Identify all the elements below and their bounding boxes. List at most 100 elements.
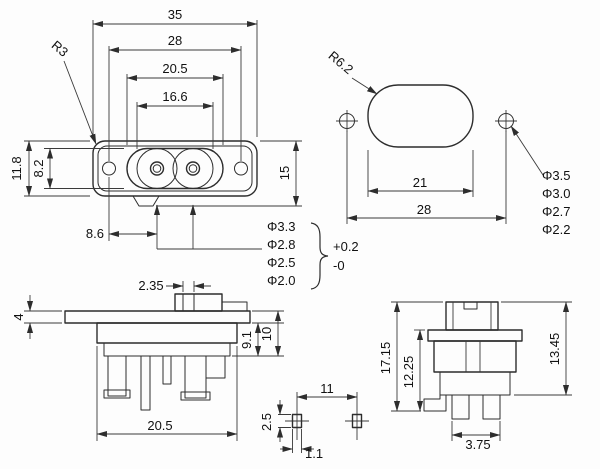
dim-text: 11.8 (9, 156, 24, 180)
pin-section-left (291, 413, 303, 429)
dim-text: 2.5 (259, 413, 274, 431)
dim-text: Φ3.5 (542, 168, 570, 183)
radius-callout-r62: R6.2 (326, 48, 378, 95)
side-view: 2.35 4 9.1 10 20.5 (11, 278, 284, 441)
dim-text: 21 (413, 175, 427, 190)
hole-diameter-callout: Φ3.5 Φ3.0 Φ2.7 Φ2.2 (510, 125, 570, 237)
housing-detail-lines (465, 341, 481, 372)
centerline-cross (336, 110, 358, 132)
flange-plate (64, 310, 251, 324)
dim-hole-spacing: 28 (108, 33, 242, 161)
dim-height-body: 12.25 (401, 329, 425, 412)
extension-lines (126, 74, 224, 145)
housing-lower-end (439, 371, 511, 396)
tolerance-brace (310, 222, 329, 290)
dim-slot-width: 2.35 (138, 278, 211, 293)
terminal-pin-long (140, 355, 151, 411)
boss-side (174, 293, 223, 312)
dim-pin-spacing: 11 (296, 381, 358, 401)
dim-text: Φ2.2 (542, 222, 570, 237)
dim-text: 16.6 (162, 89, 187, 104)
extension-lines (108, 46, 242, 161)
dim-text: 8.2 (31, 159, 46, 177)
panel-cutout-view: R6.2 21 28 Φ3.5 Φ3.0 Φ2.7 Φ2.2 (326, 48, 571, 237)
dim-overall-height: 15 (156, 140, 302, 207)
leader-line (63, 60, 97, 145)
extension-lines (346, 131, 507, 224)
dim-text: 4 (11, 313, 26, 320)
extension-lines (44, 148, 124, 189)
tolerance-upper: +0.2 (333, 239, 359, 254)
dim-flange-thickness: 4 (11, 295, 62, 339)
snap-leg-left (107, 355, 127, 397)
centerline-cross (495, 110, 517, 132)
dim-leg-offset: 3.75 (451, 421, 501, 452)
dim-opening-width: 16.6 (136, 89, 214, 149)
dim-text: Φ2.7 (542, 204, 570, 219)
leader-line (351, 77, 378, 95)
housing-lower (103, 342, 231, 357)
dim-depth-inner: 9.1 (232, 322, 284, 357)
boss-end (445, 301, 499, 331)
extension-lines (92, 20, 258, 137)
dim-text: Φ3.0 (542, 186, 570, 201)
dim-text: 13.45 (547, 333, 562, 366)
mount-hole-left (102, 161, 116, 176)
cutout-opening (367, 84, 474, 148)
mount-foot (423, 395, 447, 412)
top-slot (182, 294, 195, 311)
dim-depth-outer: 10 (252, 310, 284, 357)
dim-text: 11 (320, 381, 334, 396)
dim-text: Φ2.0 (267, 273, 295, 288)
terminal-pin-short (162, 355, 172, 385)
dim-body-width: 20.5 (96, 346, 238, 441)
dim-text: 20.5 (162, 61, 187, 76)
mount-hole-right (234, 161, 248, 176)
pin-right (188, 164, 198, 173)
leg-right (482, 394, 501, 420)
dim-text: Φ2.8 (267, 237, 295, 252)
housing-upper-end (433, 340, 517, 373)
dim-pin-offset: 8.6 (86, 177, 158, 241)
flange-outline (92, 140, 258, 197)
dim-text: 10 (259, 327, 274, 341)
dim-text: 8.6 (86, 226, 104, 241)
pin-left-collar (149, 161, 165, 176)
dim-text: 1.1 (305, 446, 323, 461)
dim-text: 35 (168, 7, 182, 22)
top-notch (463, 302, 478, 310)
dim-text: 2.35 (138, 278, 163, 293)
pin-left (152, 164, 162, 173)
dim-text: 17.15 (378, 342, 393, 375)
pin-diameter-note: Φ3.3 Φ2.8 Φ2.5 Φ2.0 +0.2 -0 (267, 219, 359, 290)
pin-leaders (153, 204, 262, 250)
dim-text: Φ2.5 (267, 255, 295, 270)
dim-text: 3.75 (465, 437, 490, 452)
dim-text: 12.25 (401, 356, 416, 389)
pin-section-right (351, 413, 363, 429)
end-view: 17.15 12.25 13.45 3.75 (378, 301, 572, 452)
radius-callout-r3: R3 (49, 37, 97, 145)
snap-foot-left (103, 389, 131, 399)
front-view: 35 28 20.5 16.6 11.8 8.2 (9, 7, 302, 250)
dim-text: R3 (49, 37, 71, 59)
dim-cutout-hole-spacing: 28 (346, 131, 507, 224)
extension-lines (24, 310, 62, 324)
extension-lines (136, 102, 214, 149)
dim-height-overall: 17.15 (378, 301, 443, 412)
dim-text: 20.5 (147, 418, 172, 433)
bottom-tab (132, 195, 160, 207)
centerline-cross (345, 392, 369, 440)
boss-step (221, 301, 248, 312)
opening-circle-left (136, 148, 178, 189)
pin-right-collar (185, 161, 201, 176)
dim-text: 15 (277, 166, 292, 180)
dim-boss-height: 8.2 (31, 147, 124, 190)
flange-inner-edge (97, 145, 253, 192)
dim-text: 28 (417, 202, 431, 217)
tolerance-lower: -0 (333, 258, 345, 273)
extension-lines (96, 346, 238, 441)
boss-inner-walls (452, 302, 492, 330)
